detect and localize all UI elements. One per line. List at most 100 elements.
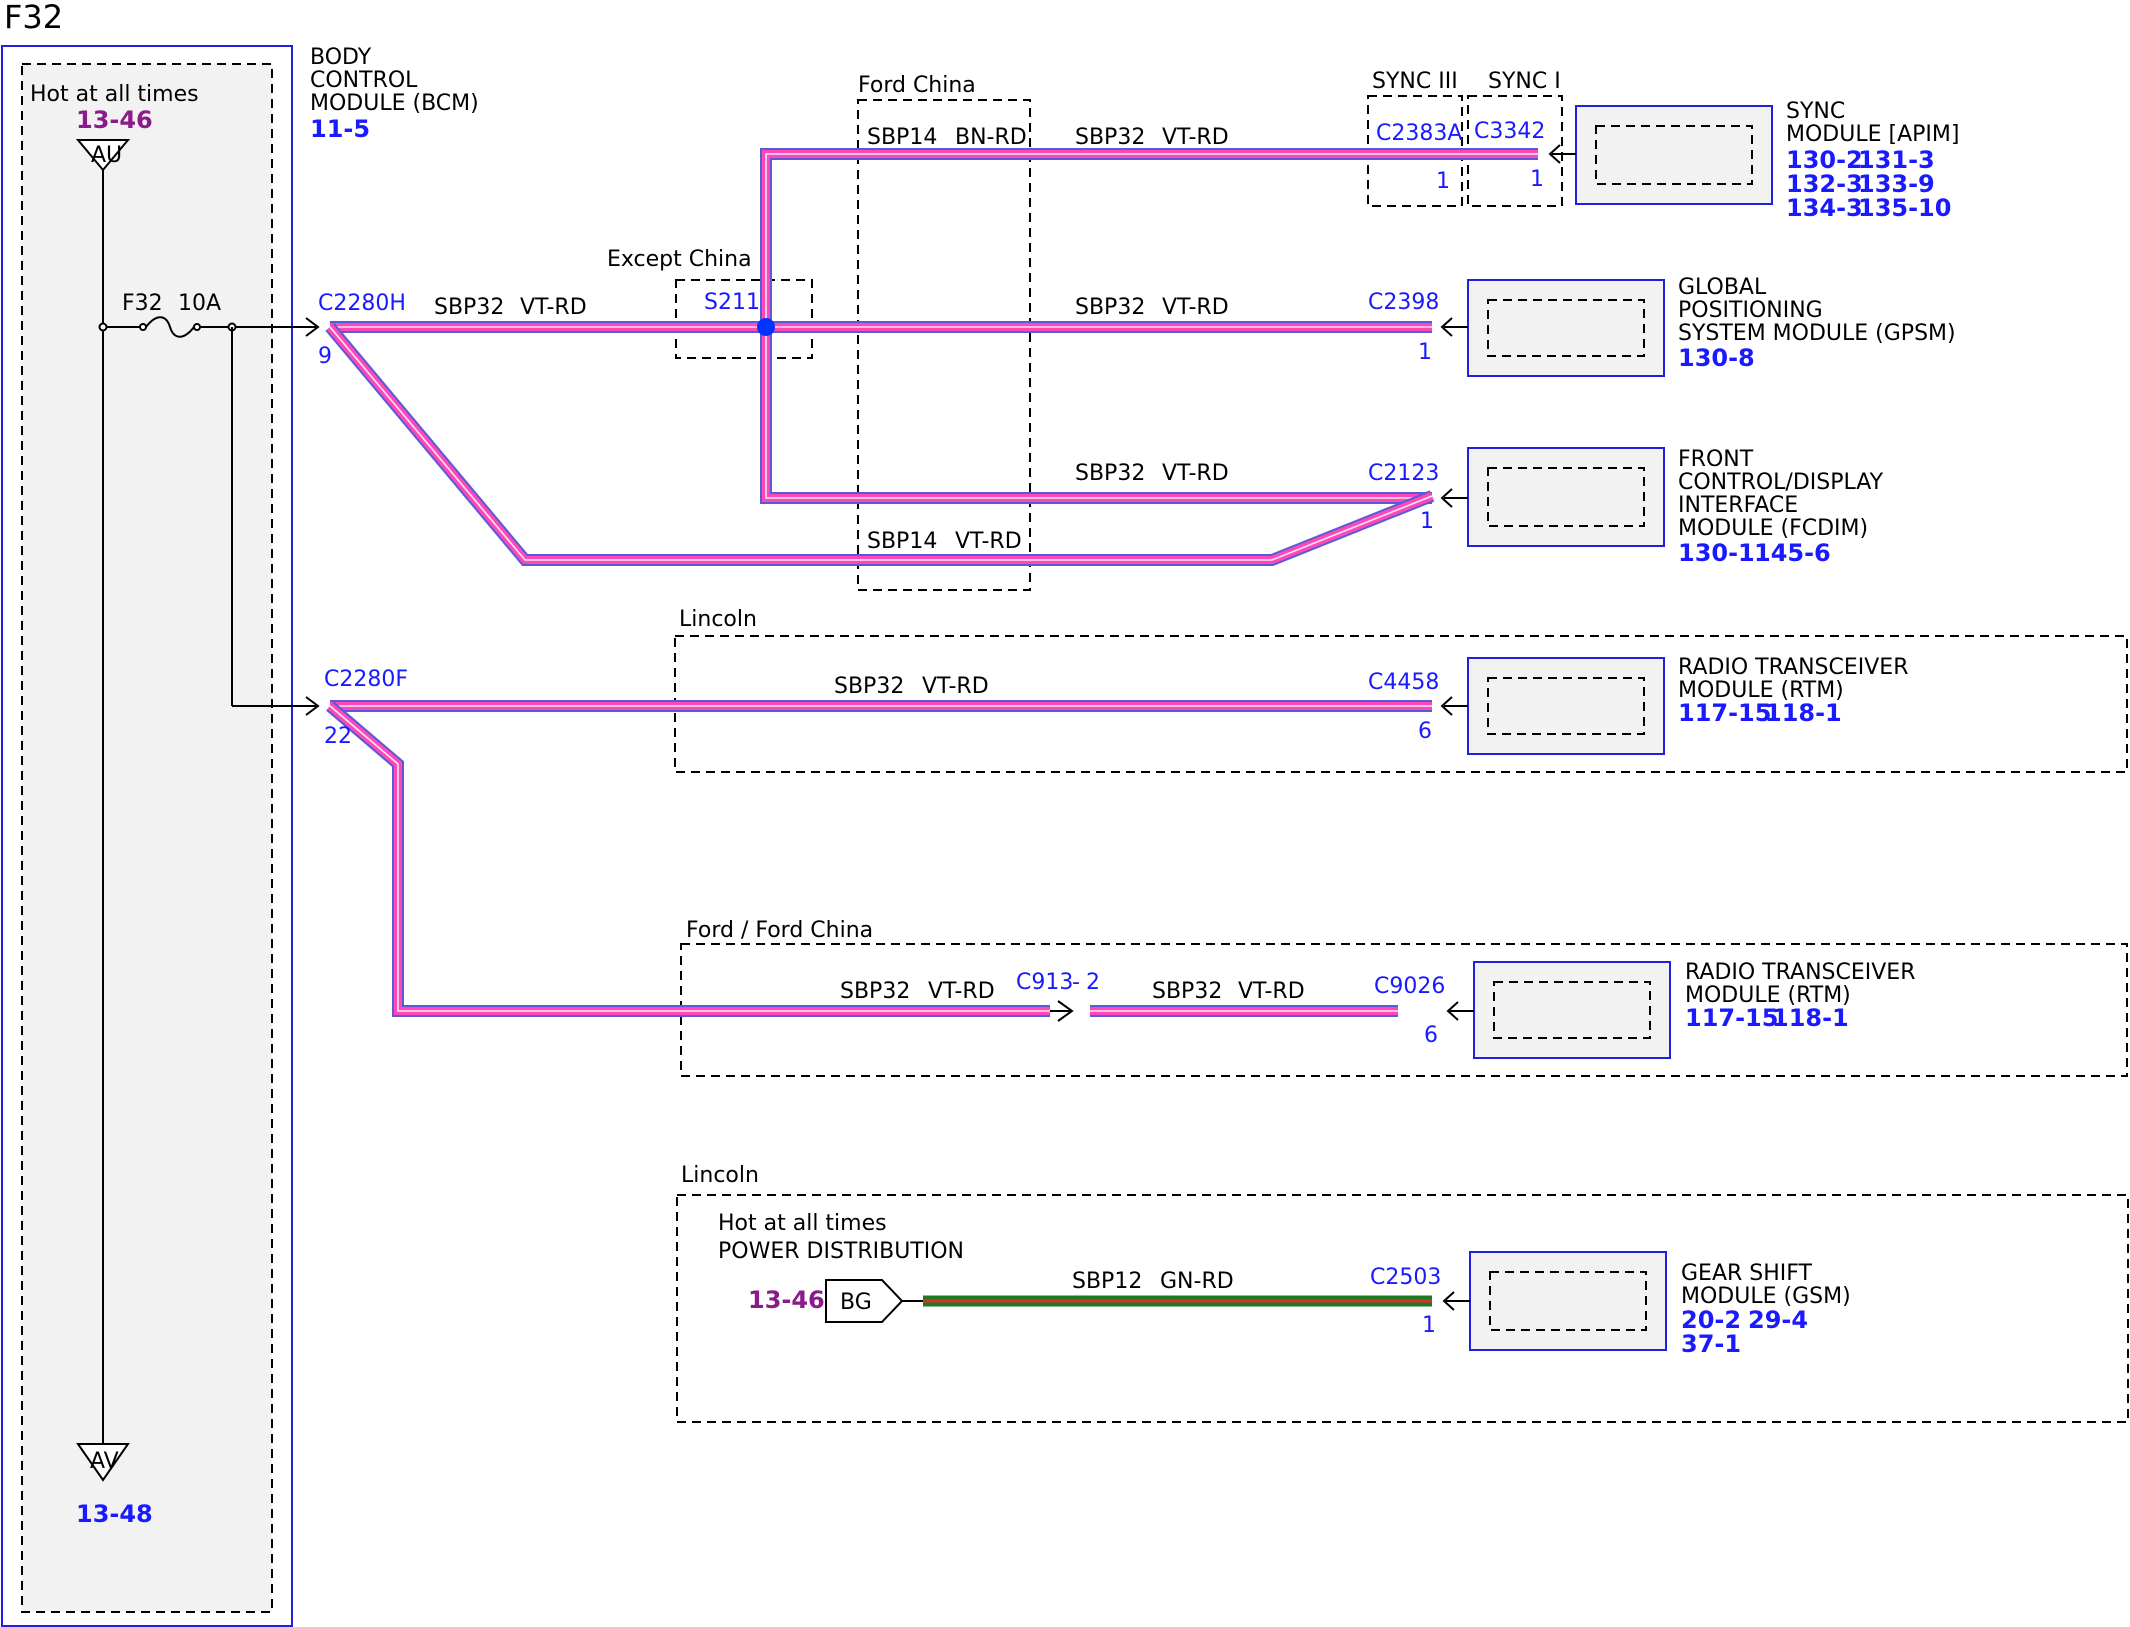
c4458-label: C4458: [1368, 670, 1439, 695]
wire-label-fcdim-circuit: SBP32: [1075, 461, 1145, 486]
s211-label: S211: [704, 290, 760, 315]
ford-rtm-label: Ford / Ford China: [686, 918, 873, 943]
c2503-label: C2503: [1370, 1265, 1441, 1290]
sync-pin-arrow: [1548, 144, 1561, 164]
fuse-terminal-right: [193, 323, 201, 331]
bcm-top-ref[interactable]: 13-46: [76, 106, 153, 134]
gpsm-module-box[interactable]: [1467, 279, 1665, 377]
lincoln-rtm-label: Lincoln: [679, 607, 757, 632]
av-connector-icon: [76, 1443, 130, 1482]
c2280h-pin: 9: [318, 344, 332, 369]
c2123-pin: 1: [1420, 509, 1434, 534]
c2383a-label: C2383A: [1376, 121, 1462, 146]
rtm-ford-name-2: MODULE (RTM): [1685, 983, 1851, 1008]
bcm-module-ref[interactable]: 11-5: [310, 115, 370, 143]
fcdim-module-box[interactable]: [1467, 447, 1665, 547]
c2280f-label: C2280F: [324, 667, 408, 692]
gsm-name-1: GEAR SHIFT: [1681, 1261, 1813, 1286]
fuse-node-left: [98, 322, 108, 332]
c2123-label: C2123: [1368, 461, 1439, 486]
gsm-name-2: MODULE (GSM): [1681, 1284, 1851, 1309]
wire-label-china-fcdim-circuit: SBP14: [867, 529, 937, 554]
wire-label-gpsm-circuit: SBP32: [1075, 295, 1145, 320]
lincoln-gsm-label: Lincoln: [681, 1163, 759, 1188]
gsm-ref-1[interactable]: 20-2: [1681, 1306, 1741, 1334]
gsm-module-box[interactable]: [1469, 1251, 1667, 1351]
fcdim-pin-arrow: [1440, 488, 1453, 508]
fuse-label: F32: [122, 291, 163, 316]
pd-caption-1: Hot at all times: [718, 1211, 887, 1236]
sync-ref-6[interactable]: 135-10: [1858, 194, 1951, 222]
sync3-label: SYNC III: [1372, 69, 1458, 94]
except-china-label: Except China: [607, 247, 752, 272]
sync-name-2: MODULE [APIM]: [1786, 122, 1959, 147]
pd-ref[interactable]: 13-46: [748, 1286, 825, 1314]
wire-label-sync-circuit: SBP32: [1075, 125, 1145, 150]
bcm-module-name-2: CONTROL: [310, 68, 418, 93]
gsm-module-inner: [1489, 1271, 1647, 1331]
c2398-label: C2398: [1368, 290, 1439, 315]
rtm-ford-ref-2[interactable]: 118-1: [1772, 1004, 1849, 1032]
sync-ref-4[interactable]: 133-9: [1858, 170, 1935, 198]
au-connector-icon: [75, 139, 131, 172]
bcm-bottom-ref[interactable]: 13-48: [76, 1500, 153, 1528]
c913-label: C913: [1016, 970, 1073, 995]
c3342-pin: 1: [1530, 167, 1544, 192]
wire-label-gpsm-color: VT-RD: [1162, 295, 1229, 320]
wire-to-fcdim: [760, 327, 1432, 504]
c2280h-label: C2280H: [318, 291, 406, 316]
c4458-pin: 6: [1418, 719, 1432, 744]
fcdim-ref-1[interactable]: 130-1: [1678, 539, 1755, 567]
c913-pin: 2: [1086, 970, 1100, 995]
wire-label-ford-rtm-b-color: VT-RD: [1238, 979, 1305, 1004]
wire-label-fcdim-color: VT-RD: [1162, 461, 1229, 486]
fcdim-name-1: FRONT: [1678, 447, 1754, 472]
bcm-hot-box: [21, 63, 273, 1613]
gsm-ref-3[interactable]: 37-1: [1681, 1330, 1741, 1358]
c9026-label: C9026: [1374, 974, 1445, 999]
bcm-panel-frame: [1, 45, 293, 1627]
sync-module-box[interactable]: [1575, 105, 1773, 205]
wire-label-ford-rtm-a-color: VT-RD: [928, 979, 995, 1004]
wire-to-sync: [760, 148, 1538, 327]
gpsm-name-2: POSITIONING: [1678, 298, 1823, 323]
rtm-lincoln-ref-2[interactable]: 118-1: [1765, 699, 1842, 727]
gpsm-module-inner: [1487, 299, 1645, 357]
sync-ref-5[interactable]: 134-3: [1786, 194, 1863, 222]
ford-china-box: [857, 99, 1031, 591]
fcdim-ref-2[interactable]: 145-6: [1754, 539, 1831, 567]
page-title: F32: [4, 0, 63, 36]
wire-ford-rtm-a: [326, 701, 1050, 1017]
wire-label-bcm-circuit: SBP32: [434, 295, 504, 320]
gpsm-ref-1[interactable]: 130-8: [1678, 344, 1755, 372]
gpsm-name-1: GLOBAL: [1678, 275, 1767, 300]
wire-label-lincoln-rtm-circuit: SBP32: [834, 674, 904, 699]
rtm-lincoln-module-inner: [1487, 677, 1645, 735]
wire-label-china-sync-color: BN-RD: [955, 125, 1027, 150]
c9026-pin: 6: [1424, 1023, 1438, 1048]
sync-ref-2[interactable]: 131-3: [1858, 146, 1935, 174]
rtm-ford-ref-1[interactable]: 117-15: [1685, 1004, 1778, 1032]
gpsm-pin-arrow: [1440, 317, 1453, 337]
gsm-pin-arrow: [1442, 1291, 1455, 1311]
bcm-module-name-1: BODY: [310, 45, 372, 70]
fuse-terminal-left: [139, 323, 147, 331]
wire-label-sync-color: VT-RD: [1162, 125, 1229, 150]
rtm-lincoln-ref-1[interactable]: 117-15: [1678, 699, 1771, 727]
sync1-label: SYNC I: [1488, 69, 1561, 94]
c913-dash: -: [1072, 970, 1080, 995]
bg-connector-label: BG: [840, 1290, 872, 1315]
wire-label-china-sync-circuit: SBP14: [867, 125, 937, 150]
rtm-ford-module-box[interactable]: [1473, 961, 1671, 1059]
rtm-lincoln-module-box[interactable]: [1467, 657, 1665, 755]
sync-ref-3[interactable]: 132-3: [1786, 170, 1863, 198]
wire-label-gsm-circuit: SBP12: [1072, 1269, 1142, 1294]
gpsm-name-3: SYSTEM MODULE (GPSM): [1678, 321, 1956, 346]
c2383a-pin: 1: [1436, 169, 1450, 194]
wire-china-to-fcdim: [325, 323, 1435, 566]
c3342-label: C3342: [1474, 119, 1545, 144]
fuse-icon: [145, 316, 195, 338]
sync-ref-1[interactable]: 130-2: [1786, 146, 1863, 174]
gsm-ref-2[interactable]: 29-4: [1748, 1306, 1808, 1334]
